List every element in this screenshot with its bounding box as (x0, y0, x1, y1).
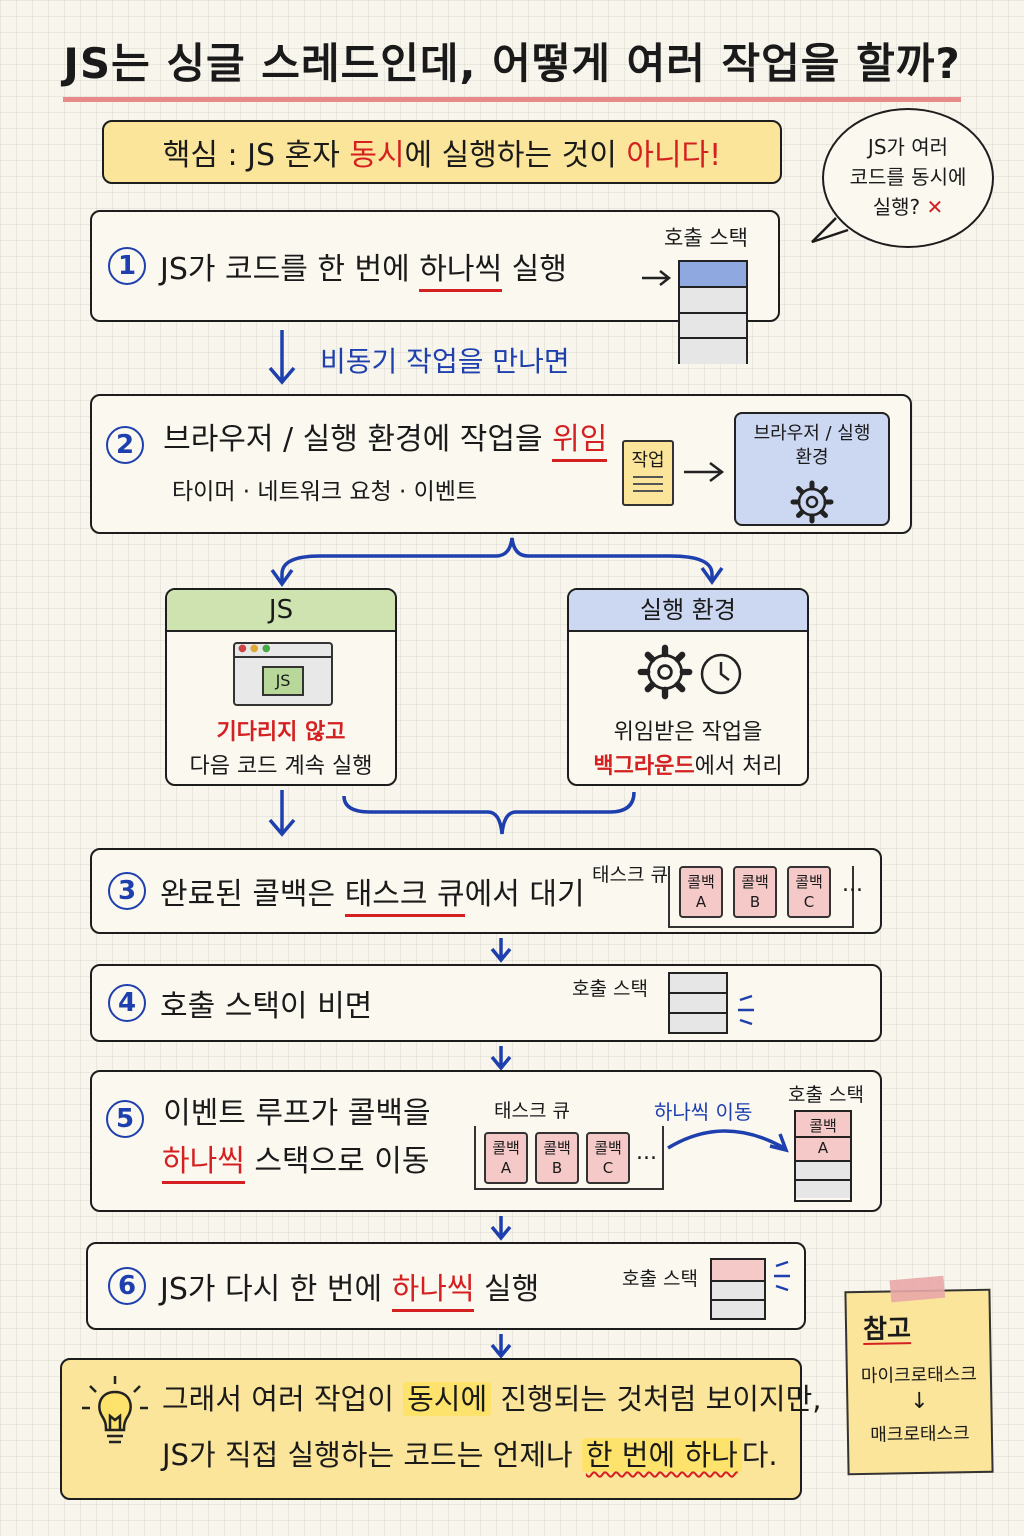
task-queue-label: 태스크 큐 (592, 864, 668, 886)
step-1-box: 1 JS가 코드를 한 번에 하나씩 실행 (90, 210, 780, 322)
clock-icon (700, 653, 742, 695)
bubble-tail (811, 217, 849, 244)
call-stack-label: 호출 스택 (664, 226, 748, 250)
page-title: JS는 싱글 스레드인데, 어떻게 여러 작업을 할까? (0, 30, 1024, 102)
step-6-box: 6 JS가 다시 한 번에 하나씩 실행 (86, 1242, 806, 1330)
step-number: 3 (108, 872, 146, 910)
js-panel-header: JS (167, 590, 395, 632)
task-queue (474, 1126, 664, 1190)
more-dots: ... (842, 872, 863, 897)
task-queue (668, 866, 854, 928)
step-number: 6 (108, 1267, 146, 1305)
step-3-box: 3 완료된 콜백은 태스크 큐에서 대기 (90, 848, 882, 934)
gear-icon (637, 644, 693, 700)
curved-arrow (667, 1129, 789, 1153)
note-card: 참고 마이크로태스크 ↓ 매크로태스크 (844, 1275, 994, 1476)
js-panel: JS ● ● ● JS 기다리지 않고 다음 코드 계속 실행 (165, 588, 397, 786)
question-bubble: JS가 여러 코드를 동시에 실행? ✕ (822, 108, 994, 248)
call-stack-label: 호출 스택 (788, 1084, 864, 1106)
arrow-down-icon (490, 1216, 512, 1241)
call-stack (710, 1258, 766, 1320)
call-stack (678, 260, 748, 364)
step-number: 4 (108, 984, 146, 1022)
arrow-down-icon (490, 938, 512, 963)
key-point-banner: 핵심 : JS 혼자 동시에 실행하는 것이 아니다! (102, 120, 782, 184)
async-label: 비동기 작업을 만나면 (320, 345, 570, 378)
runtime-panel: 실행 환경 위임받은 작업을 백그라운드에서 처리 (567, 588, 809, 786)
step-number: 1 (108, 247, 146, 285)
tape (889, 1275, 946, 1303)
arrow-down-icon (490, 1334, 512, 1359)
gear-icon (790, 480, 834, 524)
task-document: 작업 (622, 440, 674, 506)
call-stack-label: 호출 스택 (572, 978, 648, 1000)
arrow-down-icon: ↓ (909, 1388, 929, 1415)
step-number: 5 (106, 1099, 144, 1138)
merge-connector (268, 790, 636, 837)
runtime-panel-header: 실행 환경 (569, 590, 807, 632)
js-badge: JS (262, 666, 304, 696)
task-queue-label: 태스크 큐 (494, 1100, 570, 1122)
split-connector (270, 537, 724, 588)
delegation-examples: 타이머 · 네트워크 요청 · 이벤트 (172, 479, 478, 505)
runtime-box: 브라우저 / 실행 환경 (734, 412, 890, 526)
cross-icon: ✕ (926, 195, 944, 219)
more-dots: ... (636, 1140, 657, 1165)
emphasis-marks (774, 1260, 790, 1292)
arrow-right-icon (684, 462, 725, 482)
summary-box (60, 1358, 802, 1500)
call-stack: 콜백 A (794, 1110, 852, 1202)
move-label: 하나씩 이동 (654, 1100, 753, 1124)
step-4-box: 4 호출 스택이 비면 (90, 964, 882, 1042)
call-stack-label: 호출 스택 (622, 1268, 698, 1290)
step-number: 2 (106, 425, 144, 464)
arrow-right-icon (642, 270, 672, 286)
arrow-down-icon (268, 330, 296, 385)
browser-window-icon: ● ● ● JS (233, 642, 333, 706)
emphasis-marks (738, 994, 754, 1026)
arrow-down-icon (490, 1046, 512, 1071)
lightbulb-icon (82, 1376, 148, 1444)
empty-call-stack (668, 972, 728, 1034)
